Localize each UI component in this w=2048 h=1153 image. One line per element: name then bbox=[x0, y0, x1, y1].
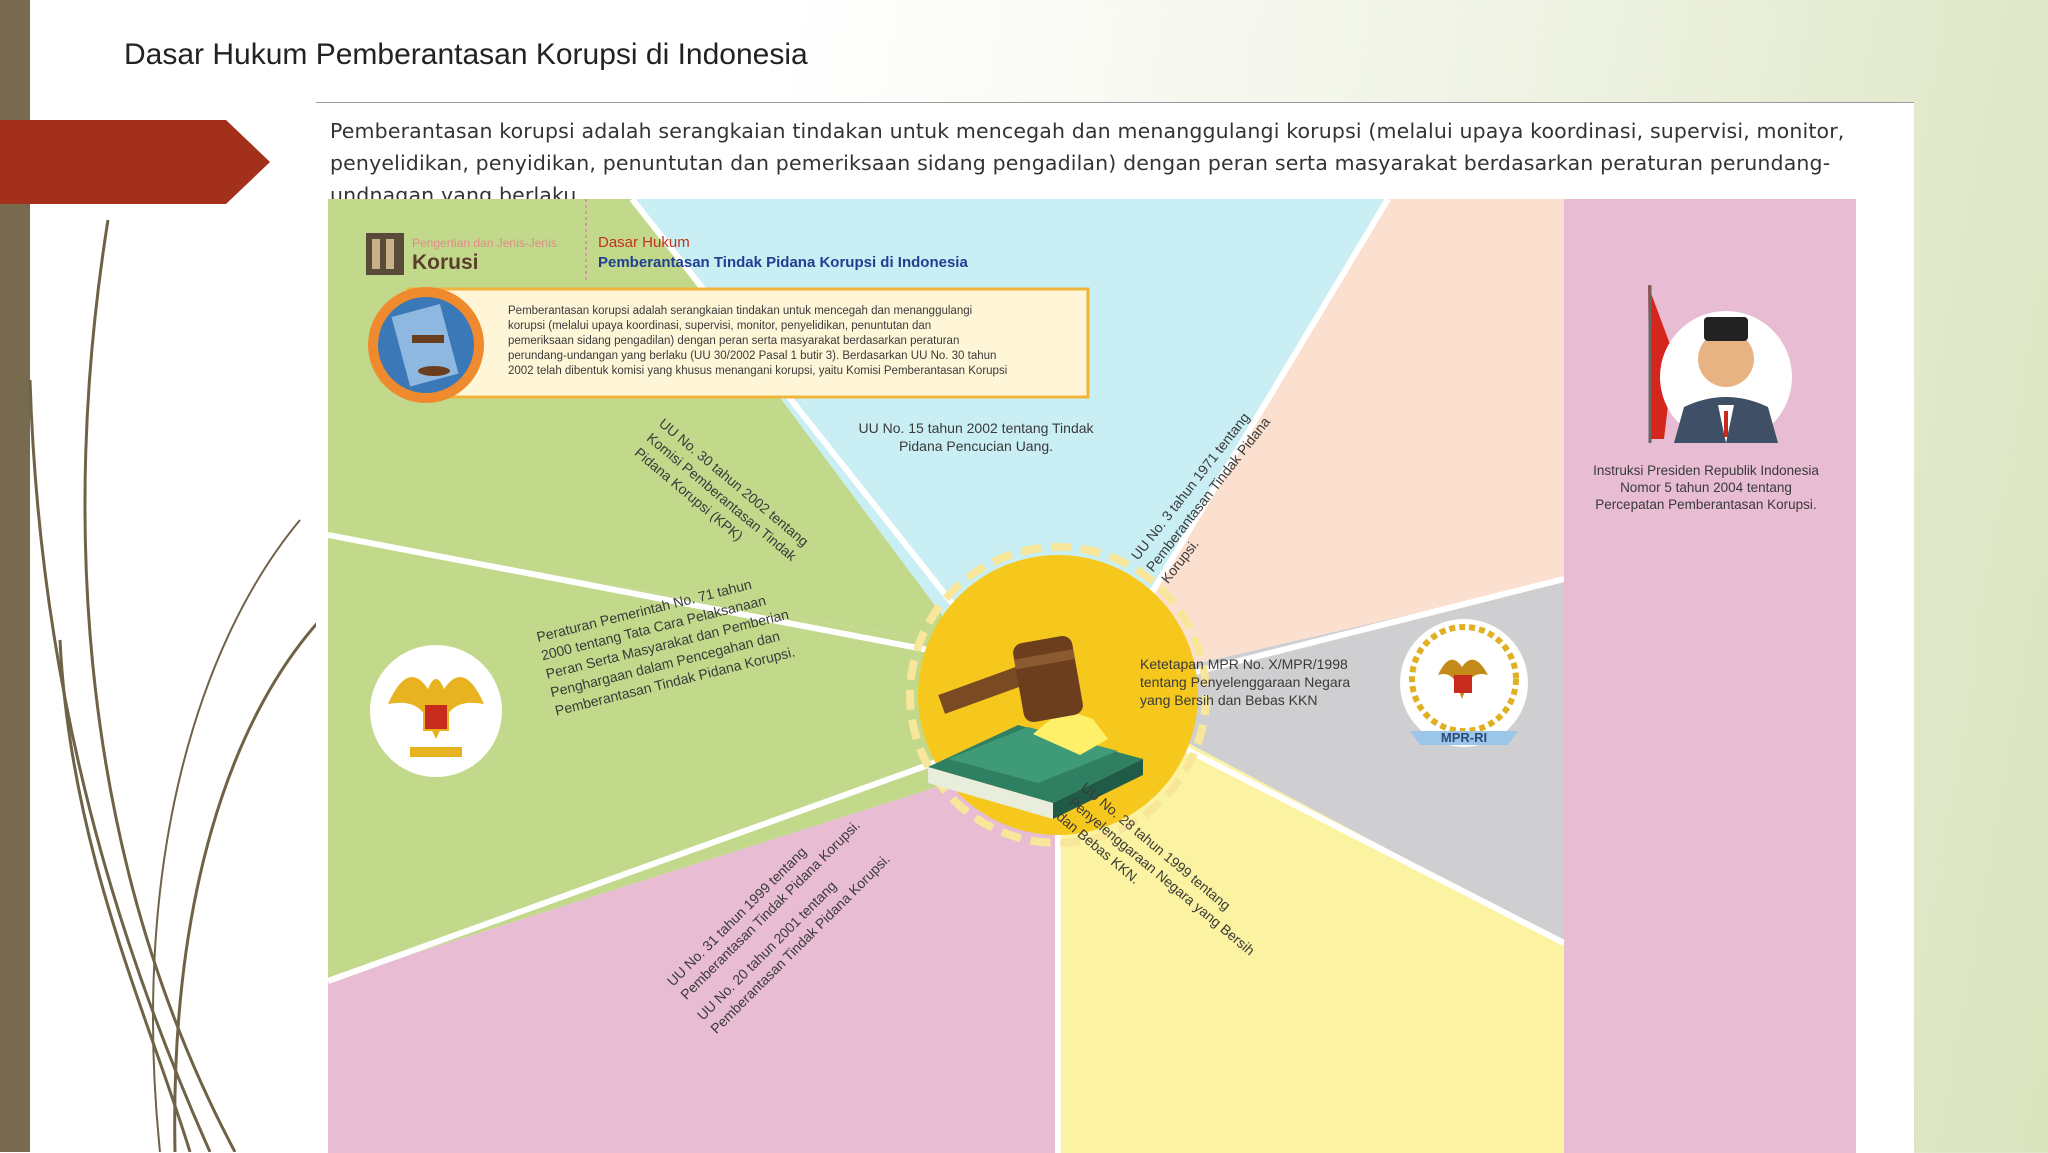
small-gavel-icon bbox=[412, 335, 444, 343]
sector-pink-bottom bbox=[328, 774, 1058, 1153]
building-icon bbox=[366, 233, 404, 275]
uu15-line: UU No. 15 tahun 2002 tentang Tindak bbox=[858, 420, 1094, 436]
peci-hat-icon bbox=[1704, 317, 1748, 341]
decorative-curves bbox=[28, 219, 322, 1152]
callout-line: korupsi (melalui upaya koordinasi, super… bbox=[508, 320, 931, 332]
central-hub bbox=[906, 543, 1210, 847]
tap-mpr-line: tentang Penyelenggaraan Negara bbox=[1140, 674, 1350, 690]
callout-line: 2002 telah dibentuk komisi yang khusus m… bbox=[508, 365, 1007, 377]
tap-mpr-line: yang Bersih dan Bebas KKN bbox=[1140, 692, 1317, 708]
intro-paragraph: Pemberantasan korupsi adalah serangkaian… bbox=[330, 119, 1845, 207]
sector-green-left bbox=[328, 535, 978, 981]
inpres-line: Nomor 5 tahun 2004 tentang bbox=[1620, 480, 1792, 495]
inpres-line: Percepatan Pemberantasan Korupsi. bbox=[1595, 497, 1816, 512]
law-tap-mpr-1998-label: Ketetapan MPR No. X/MPR/1998 tentang Peny… bbox=[1140, 656, 1350, 708]
mpr-ri-emblem: MPR-RI bbox=[1400, 619, 1528, 747]
header-big: Pemberantasan Tindak Pidana Korupsi di I… bbox=[598, 254, 968, 271]
uu15-line: Pidana Pencucian Uang. bbox=[899, 438, 1053, 454]
red-arrow-shape bbox=[0, 120, 270, 204]
content-panel: Pemberantasan korupsi adalah serangkaian… bbox=[316, 102, 1914, 1153]
brand-small: Pengertian dan Jenis-Jenis bbox=[412, 236, 557, 250]
definition-callout: Pemberantasan korupsi adalah serangkaian… bbox=[368, 287, 1090, 403]
sector-peach bbox=[1130, 199, 1564, 669]
garuda-emblem bbox=[370, 645, 502, 777]
shield-icon bbox=[423, 703, 449, 731]
infographic-header: Pengertian dan Jenis-Jenis Korusi Dasar … bbox=[366, 199, 968, 283]
callout-line: pemeriksaan sidang pengadilan) dengan pe… bbox=[508, 335, 959, 347]
inpres-line: Instruksi Presiden Republik Indonesia bbox=[1593, 463, 1819, 478]
sector-yellow bbox=[1058, 727, 1564, 1153]
inpres-5-2004-label: Instruksi Presiden Republik IndonesiaNom… bbox=[1593, 463, 1819, 512]
mpr-ribbon-text: MPR-RI bbox=[1441, 730, 1487, 745]
callout-line: Pemberantasan korupsi adalah serangkaian… bbox=[508, 305, 972, 317]
brand-big: Korusi bbox=[412, 251, 479, 274]
callout-text: Pemberantasan korupsi adalah serangkaian… bbox=[508, 305, 1007, 377]
gavel-on-book-icon bbox=[928, 635, 1143, 819]
header-small: Dasar Hukum bbox=[598, 234, 690, 251]
book-icon bbox=[391, 304, 459, 387]
law-uu15-2002-label: UU No. 15 tahun 2002 tentang TindakPidan… bbox=[858, 420, 1094, 454]
callout-line: perundang-undangan yang berlaku (UU 30/2… bbox=[508, 350, 996, 362]
president-portrait bbox=[1648, 285, 1792, 443]
slide-title: Dasar Hukum Pemberantasan Korupsi di Ind… bbox=[124, 38, 808, 71]
tap-mpr-line: Ketetapan MPR No. X/MPR/1998 bbox=[1140, 656, 1348, 672]
infographic-diagram: Pengertian dan Jenis-Jenis Korusi Dasar … bbox=[328, 199, 1856, 1153]
